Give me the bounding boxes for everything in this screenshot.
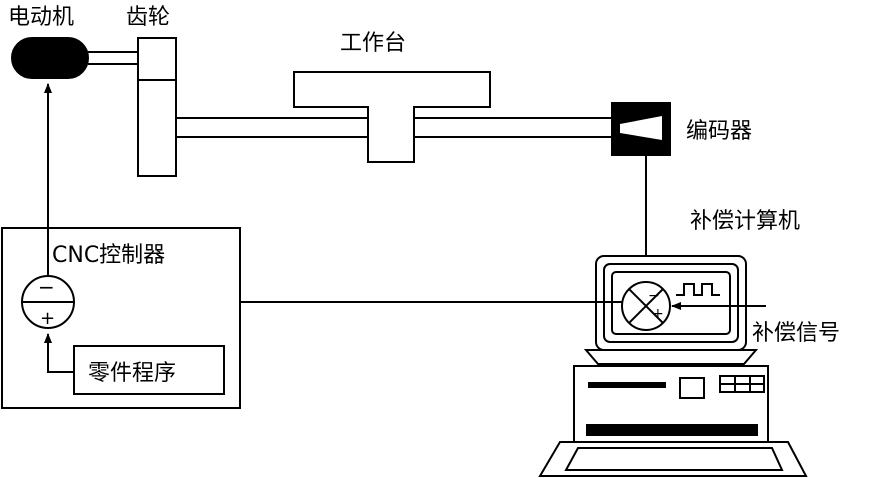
motor [11, 37, 138, 79]
worktable-label: 工作台 [340, 31, 406, 56]
junction-plus: + [40, 308, 55, 329]
comp-computer-label: 补偿计算机 [690, 209, 800, 234]
computer-monitor [583, 255, 759, 365]
part-program-box [73, 345, 225, 395]
part-program-arrow [44, 333, 74, 373]
screen-plus: + [652, 306, 664, 322]
computer-base [538, 365, 808, 477]
lead-screw [176, 117, 612, 138]
comp-signal-label: 补偿信号 [752, 321, 840, 346]
screen-comparator: − + [621, 281, 671, 331]
gear-label: 齿轮 [126, 5, 170, 30]
encoder-label: 编码器 [686, 119, 752, 144]
summing-junction: − + [21, 275, 75, 329]
cnc-label: CNC控制器 [52, 243, 165, 268]
gear-assembly [137, 37, 177, 177]
part-program-label: 零件程序 [88, 361, 176, 386]
motor-label: 电动机 [8, 5, 74, 30]
pulse-waveform [676, 283, 720, 296]
screen-minus: − [648, 288, 660, 304]
worktable [293, 71, 491, 163]
junction-minus: − [38, 275, 55, 299]
encoder [611, 102, 671, 156]
